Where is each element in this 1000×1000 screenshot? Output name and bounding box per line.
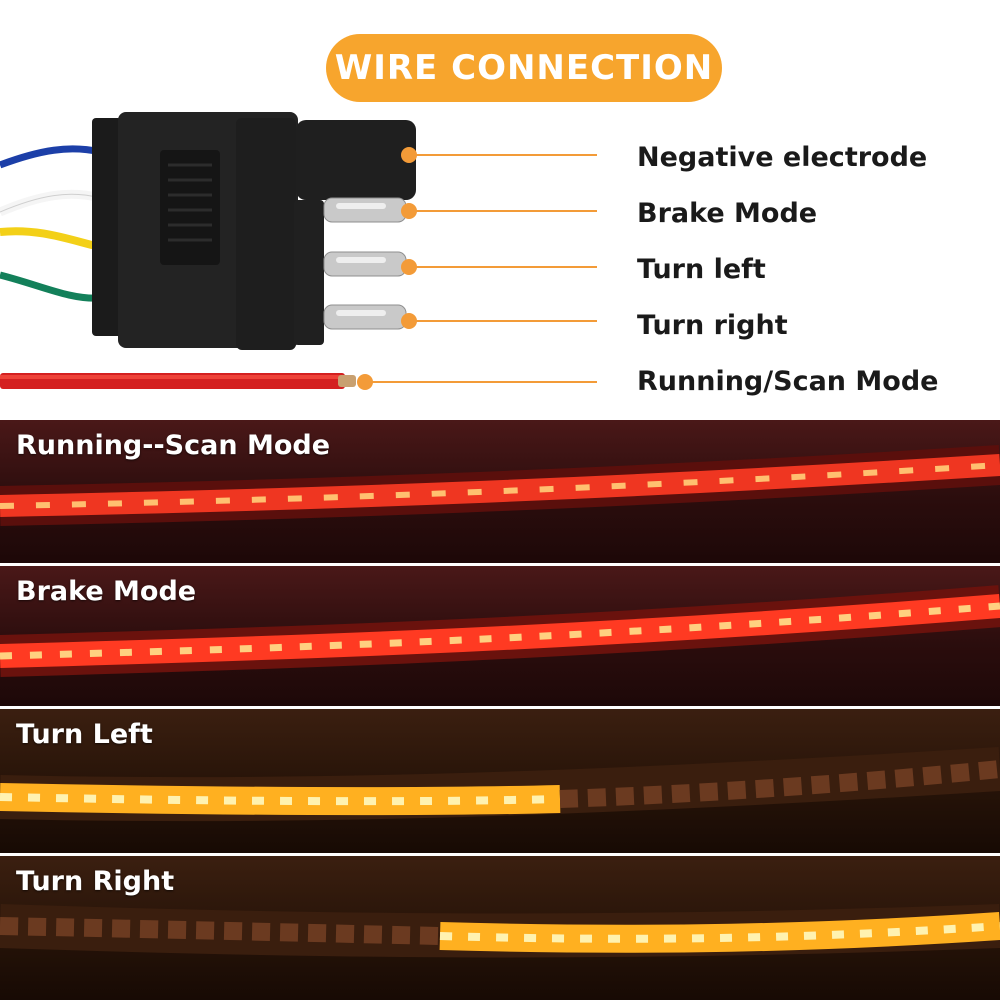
negative-line	[409, 154, 597, 156]
led-strip-turn-right	[0, 904, 1000, 958]
brake-line	[409, 210, 597, 212]
turn-left-panel: Turn Left	[0, 709, 1000, 853]
brake-mode-label: Brake Mode	[637, 198, 818, 229]
turn-left-label: Turn left	[637, 254, 766, 285]
negative-electrode-label: Negative electrode	[637, 142, 928, 173]
turn-right-label: Turn right	[637, 310, 788, 341]
running-scan-panel: Running--Scan Mode	[0, 420, 1000, 563]
turn-right-panel: Turn Right	[0, 856, 1000, 1000]
connector-illustration	[0, 112, 416, 389]
turn-left-line	[409, 266, 597, 268]
turn-left-panel-label: Turn Left	[16, 719, 153, 750]
brake-panel-label: Brake Mode	[16, 576, 197, 607]
led-strip-brake	[0, 585, 1000, 677]
led-strip-running	[0, 445, 1000, 526]
running-scan-mode-label: Running/Scan Mode	[637, 366, 939, 397]
wire-connection-title: WIRE CONNECTION	[326, 34, 722, 102]
brake-panel: Brake Mode	[0, 566, 1000, 706]
turn-right-panel-label: Turn Right	[16, 866, 175, 897]
running-scan-panel-label: Running--Scan Mode	[16, 430, 331, 461]
wire-connection-diagram: Negative electrode Brake Mode Turn left …	[0, 0, 1000, 420]
led-strip-turn-left	[0, 747, 1000, 822]
turn-right-line	[409, 320, 597, 322]
running-line	[365, 381, 597, 383]
